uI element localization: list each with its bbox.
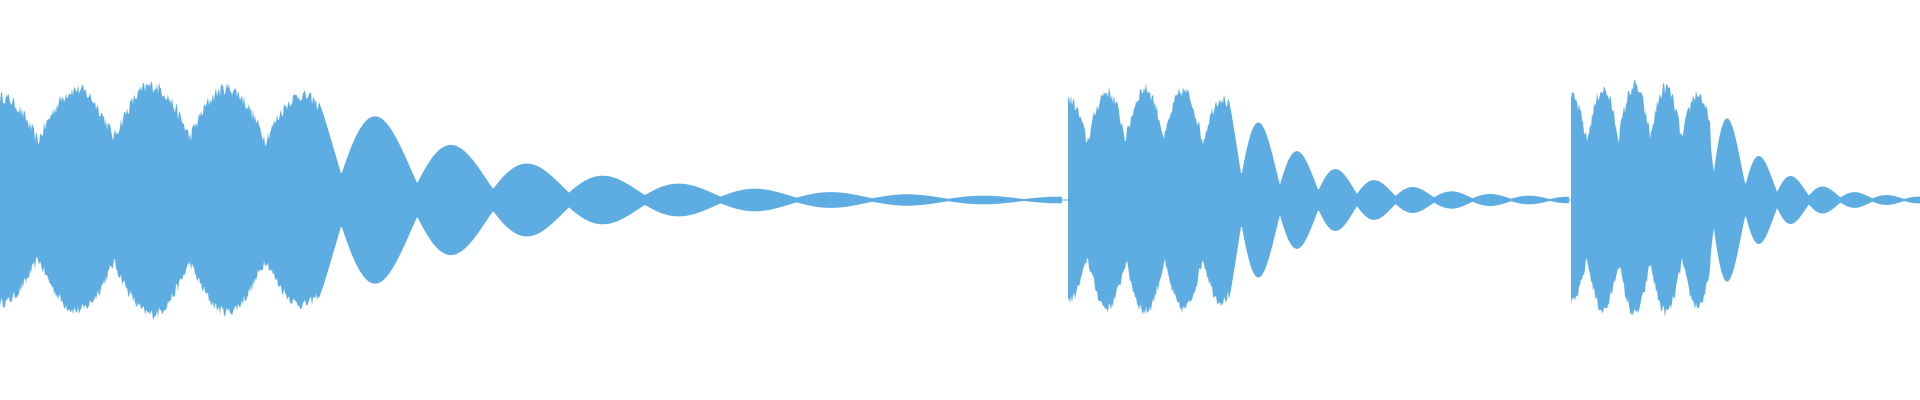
waveform-segment-2 (1068, 82, 1569, 315)
waveform-segment-1 (0, 81, 1062, 320)
waveform-segment-3 (1571, 80, 1920, 318)
